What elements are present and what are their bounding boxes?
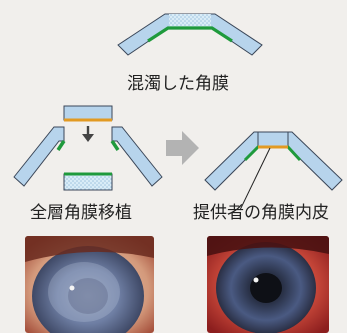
clear-eye-photo [207, 236, 329, 333]
donor-endothelium-caption: 提供者の角膜内皮 [193, 203, 329, 223]
cloudy-eye-photo [25, 236, 154, 333]
keratoplasty-caption: 全層角膜移植 [30, 203, 132, 223]
down-arrow-icon [82, 126, 94, 142]
cloudy-cornea-illustration [118, 14, 262, 55]
right-arrow-icon [166, 131, 199, 165]
transplanted-cornea-illustration [205, 132, 342, 210]
cloudy-cornea-caption: 混濁した角膜 [127, 74, 229, 94]
donor-graft-top [64, 106, 112, 120]
removed-cloudy-button [64, 174, 112, 190]
